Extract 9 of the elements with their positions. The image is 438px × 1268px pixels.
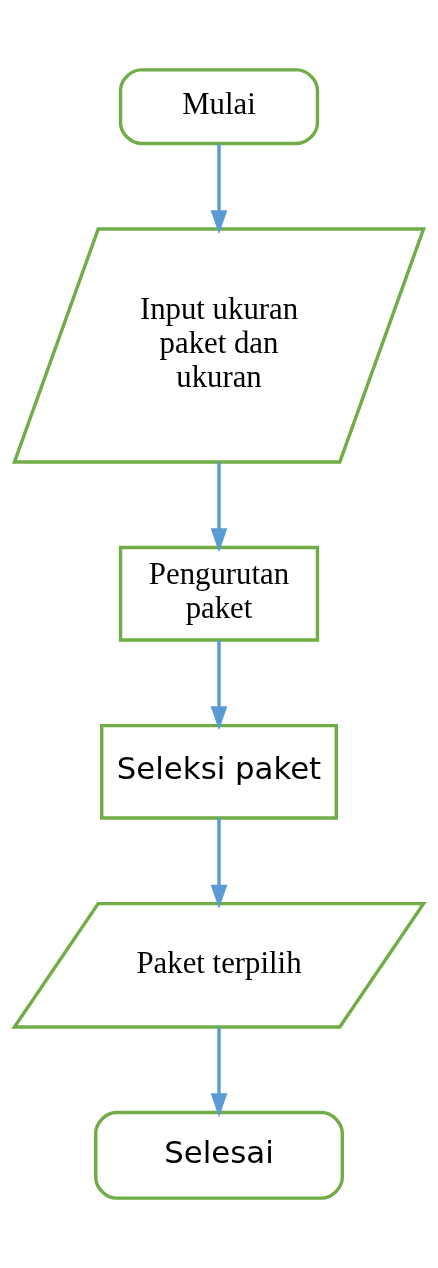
node-box: Mulai <box>118 68 320 146</box>
arrow <box>210 143 228 235</box>
arrow <box>210 640 228 731</box>
node-box: Pengurutan paket <box>118 545 320 642</box>
arrow <box>210 818 228 909</box>
node-box: Seleksi paket <box>100 723 338 820</box>
node-box: Selesai <box>94 1110 344 1200</box>
arrow <box>210 462 228 553</box>
arrow <box>210 1027 228 1118</box>
